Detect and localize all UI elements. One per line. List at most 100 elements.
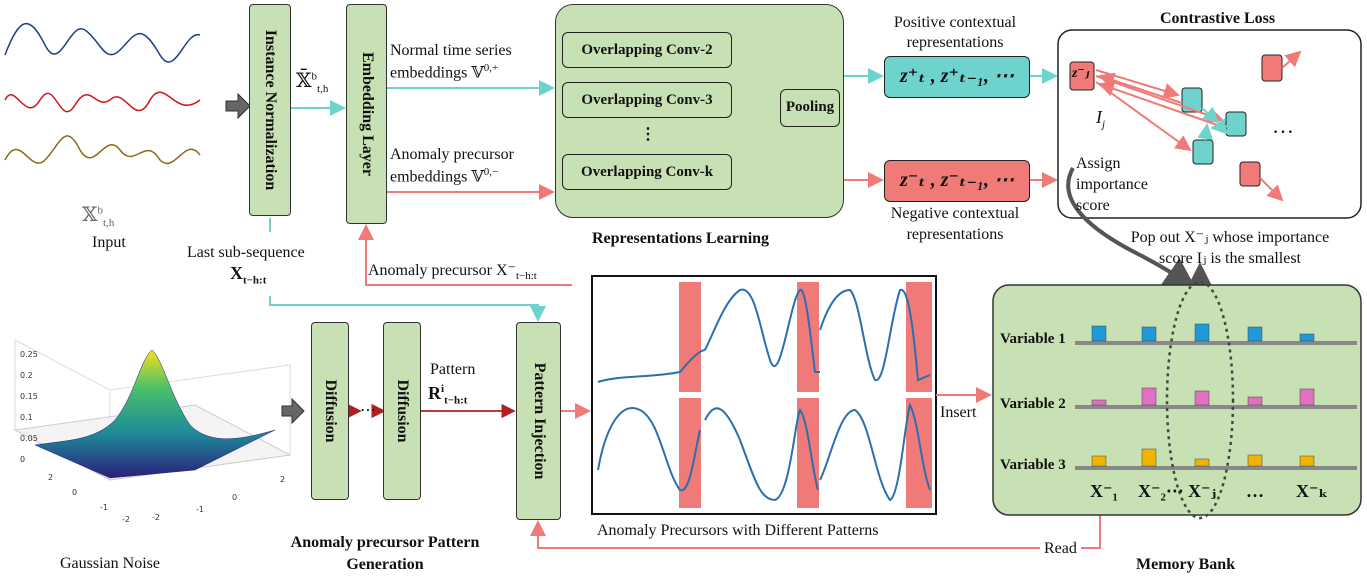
pooling-block: Pooling xyxy=(780,89,840,127)
memory-bar xyxy=(1091,455,1107,467)
memory-bar xyxy=(1141,448,1157,467)
input-label: Input xyxy=(92,234,126,251)
highlight-3 xyxy=(906,282,932,392)
svg-text:-2: -2 xyxy=(122,515,130,524)
memory-bar xyxy=(1194,323,1210,342)
precursor-curve-6 xyxy=(819,402,931,502)
svg-text:0.1: 0.1 xyxy=(20,413,33,422)
input-wave-red xyxy=(4,91,201,113)
highlight-4 xyxy=(679,398,701,508)
arrow-assign-importance xyxy=(1066,167,1197,290)
negative-label-2: representations xyxy=(906,226,1004,243)
importance-symbol: Ij xyxy=(1096,107,1106,131)
loss-arrow-4 xyxy=(1098,72,1183,104)
memory-shelf xyxy=(1075,405,1357,409)
precursors-panel xyxy=(591,275,937,515)
memory-bar xyxy=(1141,387,1157,406)
memory-shelf xyxy=(1075,341,1357,345)
input-variable: 𝕏bt,h xyxy=(82,204,115,229)
representations-learning-label: Representations Learning xyxy=(592,230,770,247)
svg-text:2: 2 xyxy=(280,475,285,484)
gaussian-noise-plot: 0.25 0.2 0.15 0.1 0.05 0 2 0 -1 -2 -2 -1… xyxy=(13,339,292,524)
precursor-curve-2 xyxy=(704,288,820,373)
assign-line3: score xyxy=(1076,197,1110,214)
read-label: Read xyxy=(1040,540,1081,558)
popout-line2: score Iⱼ is the smallest xyxy=(1159,250,1301,267)
anchor-label: z⁻ⱼ xyxy=(1072,66,1090,81)
positive-square-1 xyxy=(1181,87,1203,113)
loss-arrow-6 xyxy=(1281,50,1302,69)
anomaly-emb-line1: Anomaly precursor xyxy=(390,146,514,163)
svg-text:0.2: 0.2 xyxy=(20,371,33,380)
gaussian-noise-label: Gaussian Noise xyxy=(60,555,160,572)
conv-3-block: Overlapping Conv-3 xyxy=(562,82,732,118)
highlight-6 xyxy=(906,398,932,508)
normalized-output-label: 𝕏̄bt,h xyxy=(296,70,329,95)
precursor-curve-1 xyxy=(597,349,706,383)
memory-bar xyxy=(1247,326,1263,342)
generation-label-1: Anomaly precursor Pattern xyxy=(290,534,480,551)
noise-arrow xyxy=(281,397,305,425)
negative-square-2 xyxy=(1239,161,1261,187)
generation-label-2: Generation xyxy=(346,556,424,573)
input-wave-olive xyxy=(4,135,201,165)
memory-bar xyxy=(1091,325,1107,342)
diffusion-block-1: Diffusion xyxy=(311,322,349,500)
svg-text:-2: -2 xyxy=(152,513,160,522)
precursors-caption: Anomaly Precursors with Different Patter… xyxy=(597,522,879,539)
memory-bar xyxy=(1141,326,1157,342)
positive-square-3 xyxy=(1192,139,1214,165)
anomaly-precursor-label: Anomaly precursor X⁻t−h:t xyxy=(368,262,537,283)
loss-arrow-7 xyxy=(1259,177,1284,202)
memory-bar xyxy=(1247,454,1263,467)
assign-line2: importance xyxy=(1076,176,1148,193)
negative-label-1: Negative contextual xyxy=(890,205,1020,222)
normal-emb-line1: Normal time series xyxy=(390,42,512,59)
precursor-curve-5 xyxy=(704,407,819,502)
memory-bank-title: Memory Bank xyxy=(1136,556,1236,573)
popout-line1: Pop out X⁻ⱼ whose importance xyxy=(1130,229,1330,246)
svg-text:0: 0 xyxy=(20,455,25,464)
svg-text:-1: -1 xyxy=(196,505,204,514)
loss-arrow-9 xyxy=(1210,118,1237,135)
svg-text:0.15: 0.15 xyxy=(20,392,38,401)
normal-emb-line2: embeddings 𝕍0,+ xyxy=(390,62,499,82)
arrow-precursor-to-embed xyxy=(358,224,572,286)
memory-bar xyxy=(1299,333,1315,342)
last-subsequence-var: Xt−h:t xyxy=(230,263,267,287)
memory-bar xyxy=(1247,396,1263,406)
arrow-read xyxy=(530,510,1101,549)
conv-k-block: Overlapping Conv-k xyxy=(562,154,732,190)
conv-2-block: Overlapping Conv-2 xyxy=(562,32,732,68)
pattern-var: Rit−h:t xyxy=(428,383,468,407)
selected-item-ellipse xyxy=(1165,280,1235,520)
svg-text:0.05: 0.05 xyxy=(20,434,38,443)
highlight-5 xyxy=(797,398,819,508)
memory-bar xyxy=(1194,390,1210,406)
memory-bar xyxy=(1091,399,1107,406)
variable-1-label: Variable 1 xyxy=(1000,331,1066,347)
svg-text:0: 0 xyxy=(72,488,77,497)
highlight-2 xyxy=(797,282,819,392)
memory-item-ellipsis: … xyxy=(1246,481,1264,501)
positive-label-1: Positive contextual xyxy=(893,14,1017,31)
variable-2-label: Variable 2 xyxy=(1000,396,1066,412)
svg-text:2: 2 xyxy=(48,473,53,482)
embedding-layer-block: Embedding Layer xyxy=(346,4,387,224)
memory-item-j: X⁻ⱼ xyxy=(1188,481,1217,501)
memory-bar xyxy=(1194,458,1210,467)
positive-label-2: representations xyxy=(906,34,1004,51)
precursor-curve-4 xyxy=(597,407,701,492)
variable-3-label: Variable 3 xyxy=(1000,457,1066,473)
svg-text:0: 0 xyxy=(232,493,237,502)
memory-bar xyxy=(1299,388,1315,406)
assign-line1: Assign xyxy=(1076,155,1121,172)
positive-square-2 xyxy=(1225,111,1247,137)
insert-label: Insert xyxy=(940,404,977,421)
conv-ellipsis: ⋮ xyxy=(640,126,656,143)
negative-representations-box: z⁻ₜ , z⁻ₜ₋₁, ⋯ xyxy=(884,160,1030,202)
memory-item-1: X⁻₁ xyxy=(1090,481,1118,501)
loss-arrow-10 xyxy=(1197,123,1214,141)
highlight-1 xyxy=(679,282,701,392)
